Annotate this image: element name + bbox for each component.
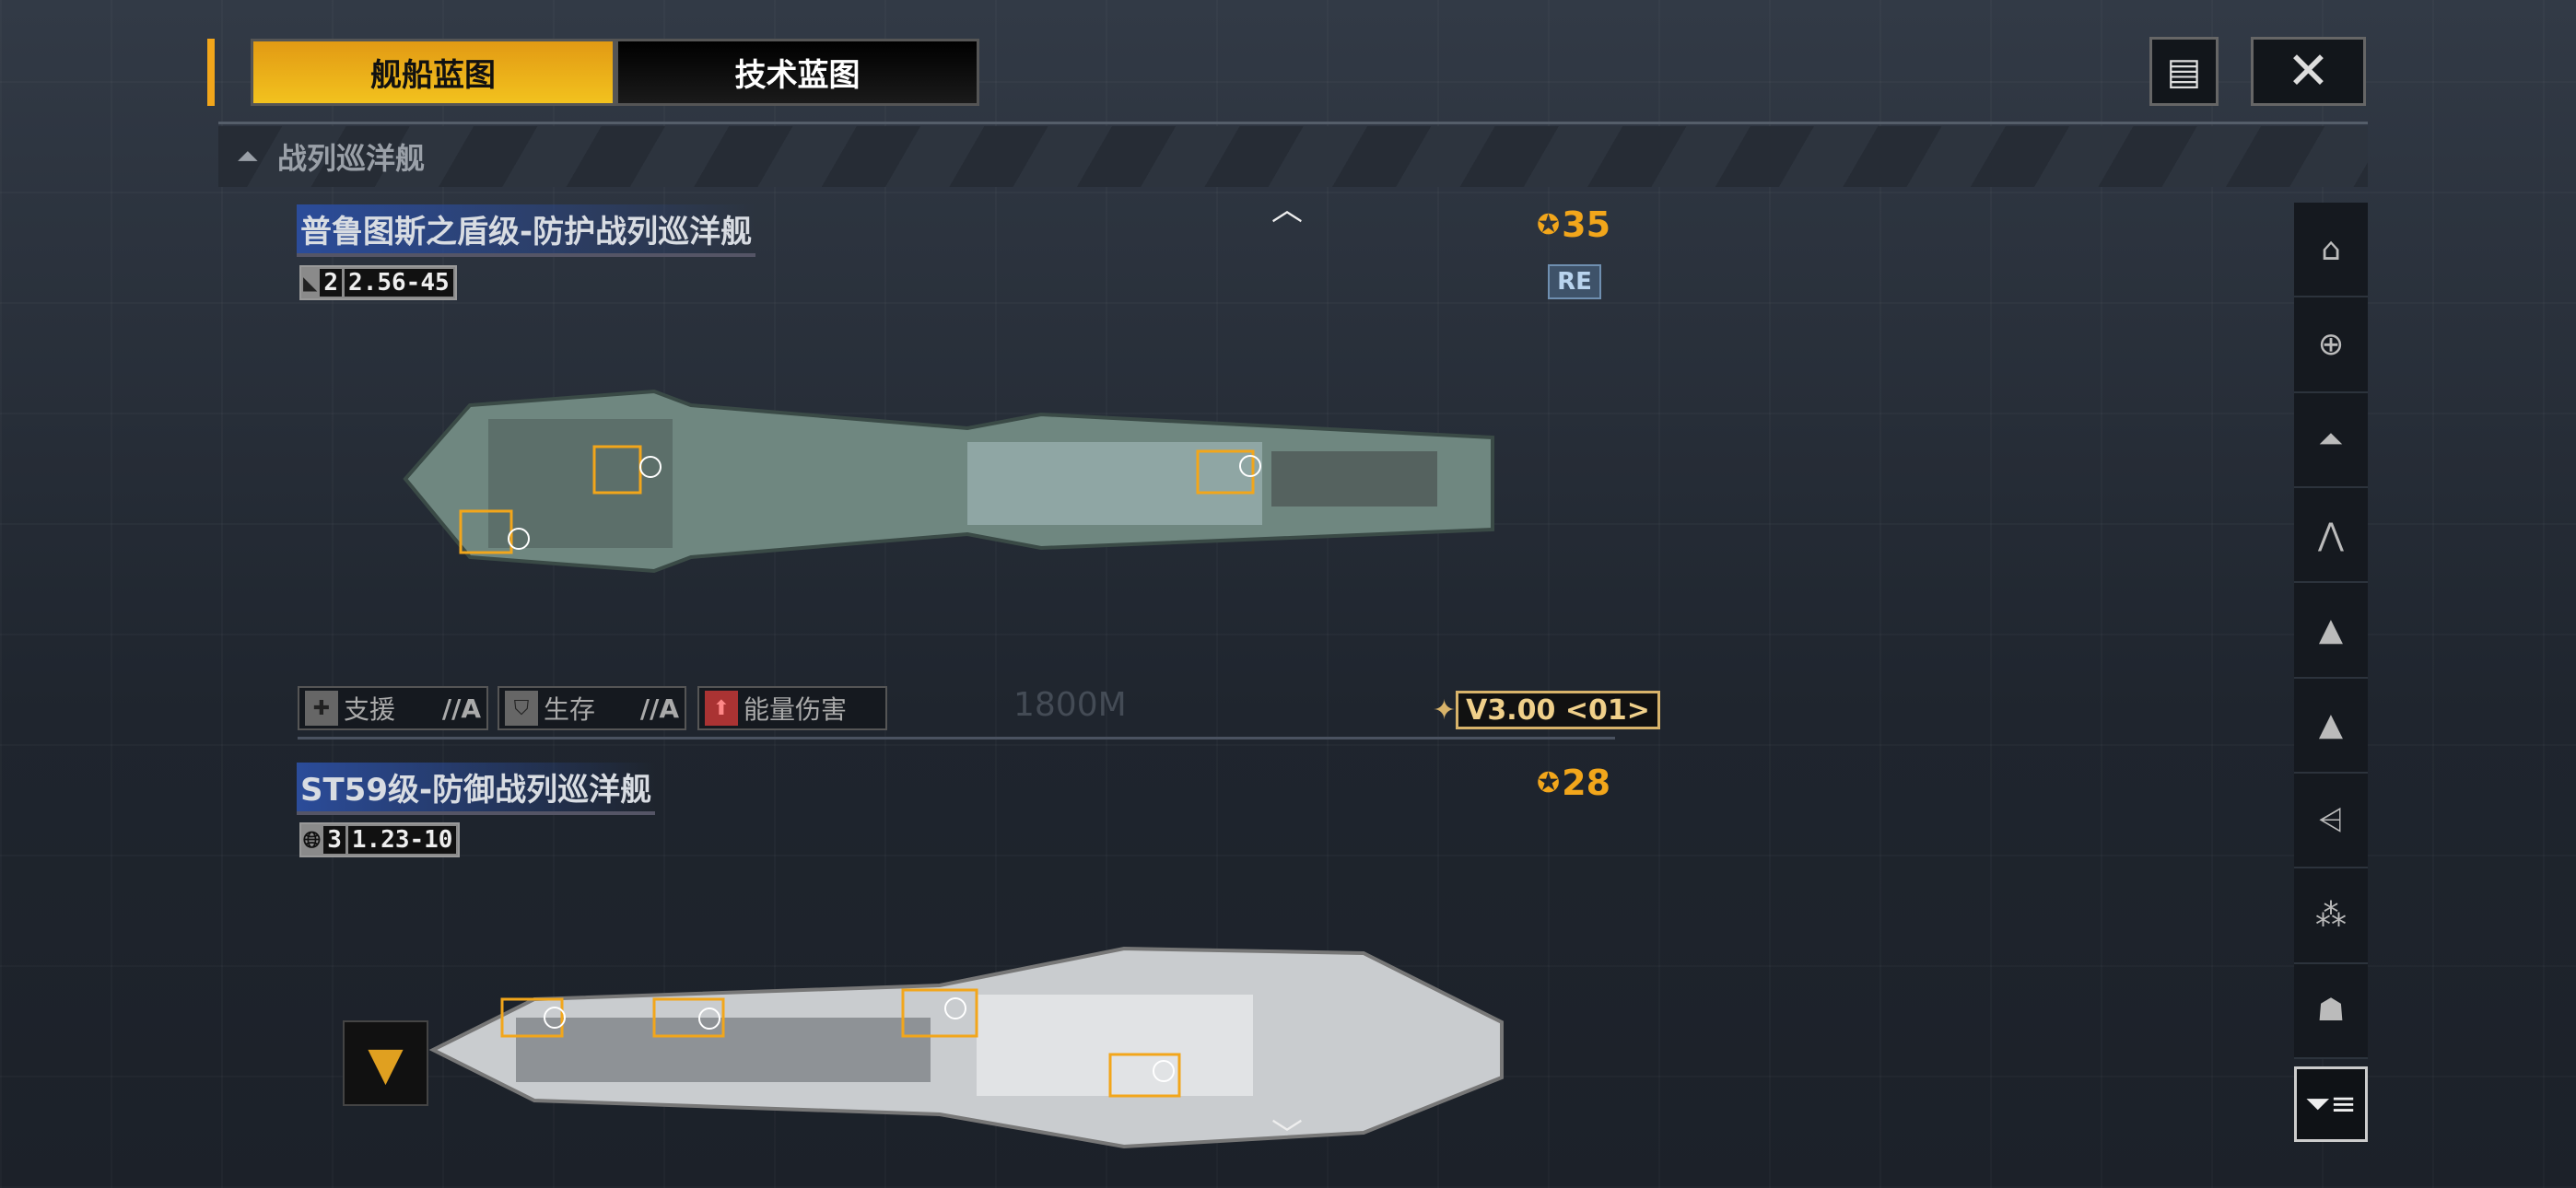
cost-icon: ✪ [1537, 766, 1561, 799]
category-label: 战列巡洋舰 [277, 141, 426, 176]
close-icon: ✕ [2287, 41, 2330, 101]
sidebar-item-corvette[interactable]: ⩤ [2294, 774, 2368, 869]
close-button[interactable]: ✕ [2251, 37, 2366, 106]
battlecruiser-icon: ⏶ [237, 140, 259, 173]
tier: 2 [320, 269, 343, 297]
tag-support: ✚支援 //A [298, 686, 488, 730]
triangle-down-icon: ▼ [368, 1036, 404, 1090]
ship-code: 🌐︎ 3 1.23-10 [299, 822, 461, 857]
ship-type-sidebar: ⌂ ⊕ ⏶ ⋀ ▲ ▲ ⩤ ⁂ ☗ [2294, 203, 2368, 1059]
star-icon: ✦ [1433, 693, 1457, 727]
category-header: ⏶ 战列巡洋舰 [218, 126, 2368, 187]
faction-triangle-button[interactable]: ▼ [343, 1020, 428, 1106]
range-label: 1800M [1013, 686, 1127, 724]
globe-icon: 🌐︎ [303, 827, 322, 853]
filter-button[interactable]: ⏷≡ [2294, 1066, 2368, 1142]
ship-code: ◣ 2 2.56-45 [299, 265, 457, 300]
sidebar-item-frigate[interactable]: ▲ [2294, 679, 2368, 774]
type-badge: RE [1548, 264, 1601, 299]
sidebar-item-small[interactable]: ⁂ [2294, 868, 2368, 964]
code-number: 2.56-45 [345, 269, 453, 297]
sidebar-item-carrier[interactable]: ⊕ [2294, 297, 2368, 393]
cost-icon: ✪ [1537, 208, 1561, 241]
sidebar-item-auxiliary[interactable]: ☗ [2294, 964, 2368, 1059]
ship-image [428, 946, 1504, 1149]
tag-grade: //A [639, 693, 679, 724]
filter-icon: ⏷≡ [2305, 1086, 2357, 1123]
divider [218, 122, 2368, 124]
version-badge: ✦V3.00 <01> [1433, 691, 1660, 729]
ship-name: 普鲁图斯之盾级-防护战列巡洋舰 [297, 204, 756, 257]
scroll-up-icon[interactable]: ︿ [1271, 192, 1303, 228]
cost-badge: ✪28 [1537, 763, 1610, 803]
ship-name: ST59级-防御战列巡洋舰 [297, 763, 656, 815]
document-icon: ▤ [2166, 50, 2202, 93]
tab-accent [207, 39, 215, 106]
ship-image [403, 389, 1494, 574]
tab-tech-blueprint[interactable]: 技术蓝图 [615, 39, 979, 106]
tag-survival: ⛉生存 //A [498, 686, 686, 730]
tag-label: 生存 [544, 694, 596, 725]
tag-label: 支援 [344, 694, 396, 725]
sidebar-item-battlecruiser[interactable]: ⏶ [2294, 393, 2368, 488]
shield-icon: ⛉ [505, 691, 538, 726]
cost-badge: ✪35 [1537, 204, 1610, 245]
tag-energy-damage: ⬆能量伤害 [697, 686, 887, 730]
arrow-up-icon: ⬆ [705, 691, 738, 726]
version-text: V3.00 <01> [1456, 691, 1660, 729]
scale-ruler [298, 737, 1615, 740]
support-icon: ✚ [305, 691, 338, 726]
faction-icon: ◣ [303, 272, 318, 294]
tab-ship-blueprint[interactable]: 舰船蓝图 [251, 39, 615, 106]
sidebar-item-all[interactable]: ⌂ [2294, 203, 2368, 298]
sidebar-item-cruiser[interactable]: ⋀ [2294, 488, 2368, 584]
document-button[interactable]: ▤ [2149, 37, 2219, 106]
tag-grade: //A [441, 693, 481, 724]
cost-value: 35 [1562, 204, 1611, 245]
tag-label: 能量伤害 [744, 694, 848, 725]
cost-value: 28 [1562, 763, 1611, 803]
scroll-down-icon[interactable]: ﹀ [1271, 1117, 1303, 1154]
code-number: 1.23-10 [347, 826, 457, 854]
sidebar-item-destroyer[interactable]: ▲ [2294, 583, 2368, 679]
tier: 3 [323, 826, 345, 854]
